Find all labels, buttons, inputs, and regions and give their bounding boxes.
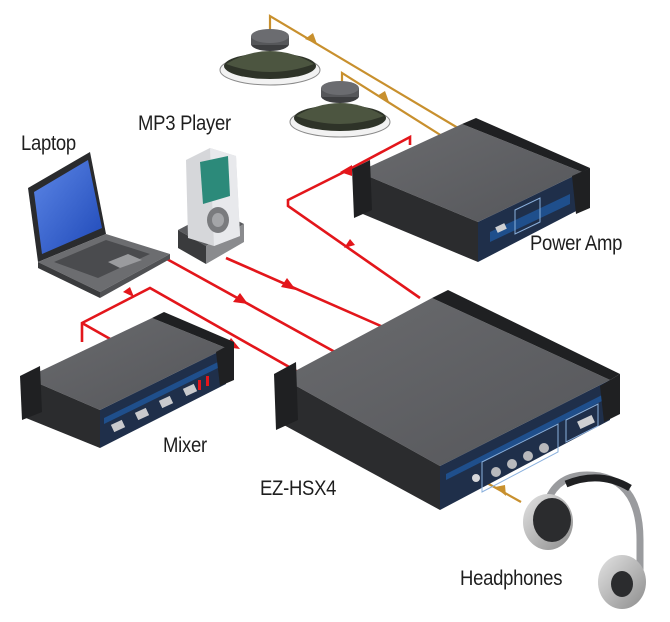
power-amp (352, 118, 590, 262)
red-signal-lines (80, 134, 421, 374)
mp3-player (178, 148, 244, 264)
headphones (523, 471, 646, 609)
arrow-speaker2 (377, 91, 389, 102)
line-mp3-to-hub (225, 256, 391, 332)
arrow-amp-line-2 (344, 239, 355, 248)
label-mixer: Mixer (163, 434, 207, 457)
speaker-2 (289, 81, 391, 138)
red-arrowheads (123, 165, 355, 349)
arrow-headphones (495, 485, 506, 496)
label-ez-hsx4: EZ-HSX4 (260, 477, 337, 500)
arrow-laptop-line (233, 293, 248, 304)
ez-hsx4-hub (274, 290, 620, 510)
label-mp3-player: MP3 Player (138, 112, 231, 135)
line-hub-to-amp (286, 134, 421, 300)
speaker-1 (219, 29, 321, 86)
line-laptop-to-hub (164, 256, 336, 354)
mixer (20, 312, 234, 448)
label-laptop: Laptop (21, 132, 76, 155)
label-power-amp: Power Amp (530, 232, 623, 255)
arrow-amp-line-1 (340, 165, 352, 176)
gold-arrowheads (305, 33, 506, 496)
laptop (28, 152, 170, 298)
line-mixer-to-hub (80, 286, 299, 374)
label-headphones: Headphones (460, 567, 563, 590)
arrow-mixer-line-2 (123, 287, 134, 297)
line-hub-to-mixer (81, 321, 113, 342)
arrow-speaker1 (305, 33, 317, 44)
arrow-mp3-line (281, 278, 296, 290)
